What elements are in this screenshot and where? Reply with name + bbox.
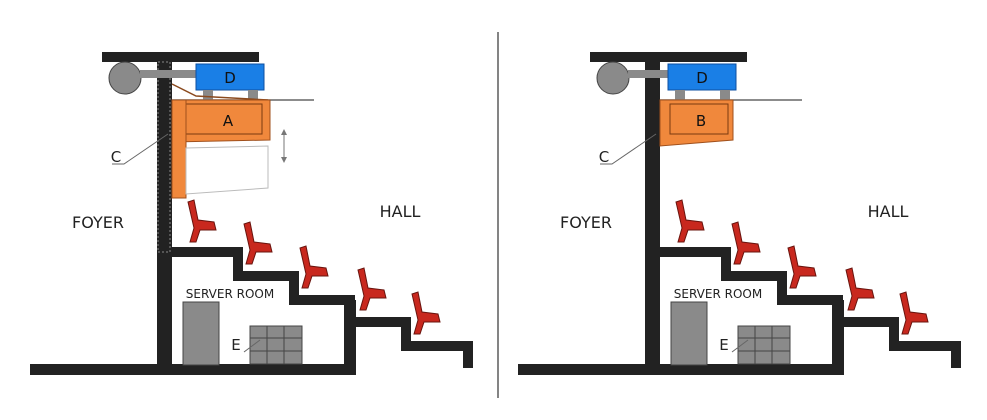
left-panel: D A C FOYER HALL SERVER ROOM	[30, 52, 473, 375]
box-d	[667, 63, 737, 91]
callout-c-label: C	[111, 148, 121, 166]
orange-strip	[171, 99, 187, 199]
seat-icon	[731, 221, 761, 265]
rigging-line	[171, 83, 269, 101]
server-room-label: SERVER ROOM	[674, 287, 762, 301]
pulley-icon	[596, 61, 630, 95]
panel-b-frame	[669, 103, 729, 135]
seat-icon	[787, 245, 817, 289]
box-d-leg	[203, 90, 213, 100]
box-d-leg	[720, 90, 730, 100]
server-cabinets	[737, 325, 791, 365]
callout-c-leader	[112, 133, 169, 165]
seat-icon	[187, 199, 217, 243]
pulley-icon	[108, 61, 142, 95]
seat-icon	[299, 245, 329, 289]
server-cabinets	[249, 325, 303, 365]
pulley-arm	[628, 70, 688, 78]
foyer-label: FOYER	[560, 213, 612, 232]
arrow-down-icon	[281, 157, 287, 163]
callout-e-leader	[243, 339, 261, 353]
callout-e-label: E	[719, 336, 728, 354]
main-wall	[157, 56, 172, 370]
floor-slab	[30, 364, 356, 375]
hall-label: HALL	[380, 202, 421, 221]
lattice-track	[157, 61, 171, 253]
right-panel: D B C FOYER HALL SERVER ROOM E	[518, 52, 961, 375]
arrow-up-icon	[281, 129, 287, 135]
seat-row	[187, 199, 441, 335]
callout-e-label: E	[231, 336, 240, 354]
seating-tiers	[660, 247, 961, 368]
callout-e-leader	[731, 339, 749, 353]
pulley-arm	[140, 70, 200, 78]
server-room-door	[670, 301, 708, 366]
floor-slab	[518, 364, 844, 375]
foyer-label: FOYER	[72, 213, 124, 232]
box-d-leg	[675, 90, 685, 100]
panel-a	[171, 99, 271, 143]
seat-icon	[899, 291, 929, 335]
box-d-leg	[248, 90, 258, 100]
callout-c-leader	[600, 133, 657, 165]
roof-beam	[102, 52, 259, 62]
box-d-label: D	[224, 69, 236, 87]
seat-icon	[845, 267, 875, 311]
box-d-label: D	[696, 69, 708, 87]
hall-label: HALL	[868, 202, 909, 221]
panel-b-label: B	[696, 112, 706, 130]
server-room-label: SERVER ROOM	[186, 287, 274, 301]
box-d	[195, 63, 265, 91]
seat-icon	[675, 199, 705, 243]
seat-row	[675, 199, 929, 335]
seat-icon	[357, 267, 387, 311]
roof-beam	[590, 52, 747, 62]
panel-a-lowered-outline	[185, 145, 269, 195]
seat-icon	[243, 221, 273, 265]
panel-a-label: A	[223, 112, 234, 130]
server-room-door	[182, 301, 220, 366]
seating-tiers	[172, 247, 473, 368]
main-wall	[645, 56, 660, 370]
callout-c-label: C	[599, 148, 609, 166]
seat-icon	[411, 291, 441, 335]
